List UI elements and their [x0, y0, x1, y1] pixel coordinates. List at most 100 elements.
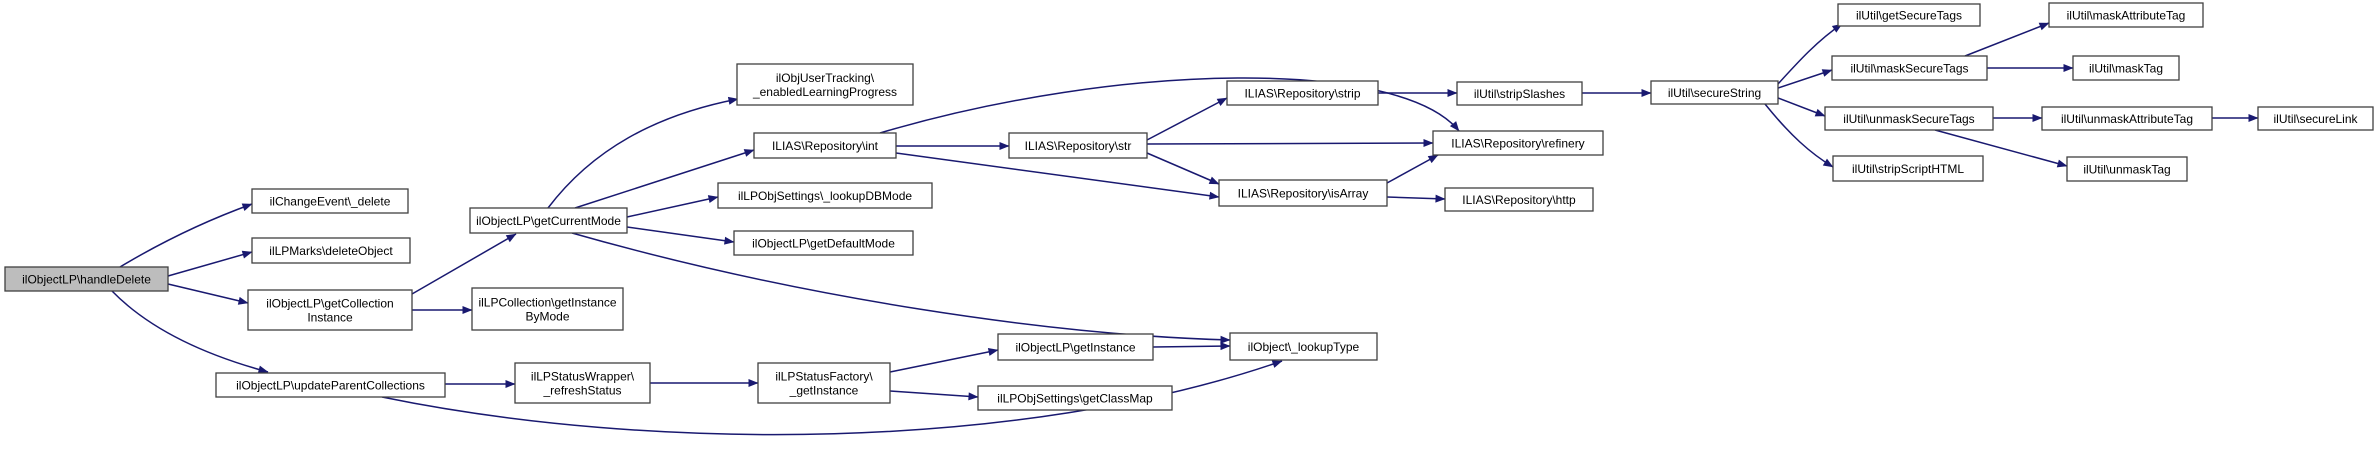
node-get-secure-tags[interactable]: ilUtil\getSecureTags — [1837, 3, 1981, 27]
node-lpmarks-delete-object[interactable]: ilLPMarks\deleteObject — [251, 237, 411, 264]
edge-repo-str--repo-strip — [1146, 97, 1228, 141]
node-strip-script-html[interactable]: ilUtil\stripScriptHTML — [1832, 155, 1984, 182]
edge-repo-str--repo-refinery — [1146, 139, 1434, 148]
node-box-mask-attribute-tag[interactable] — [2048, 2, 2204, 28]
node-label-get-current-mode: ilObjectLP\getCurrentMode — [476, 214, 621, 228]
node-unmask-secure-tags[interactable]: ilUtil\unmaskSecureTags — [1824, 106, 1994, 131]
node-label-secure-link: ilUtil\secureLink — [2273, 112, 2358, 126]
node-box-lpmarks-delete-object[interactable] — [251, 237, 411, 264]
node-box-repo-is-array[interactable] — [1218, 179, 1388, 207]
node-repo-str[interactable]: ILIAS\Repository\str — [1008, 132, 1148, 159]
node-label-enabled-learning-progress-line1: ilObjUserTracking\ — [776, 71, 875, 85]
node-unmask-tag[interactable]: ilUtil\unmaskTag — [2066, 156, 2188, 182]
node-repo-int[interactable]: ILIAS\Repository\int — [753, 132, 897, 159]
node-box-get-current-mode[interactable] — [469, 207, 628, 234]
edge-secure-string--get-secure-tags — [1777, 23, 1843, 85]
node-label-secure-string: ilUtil\secureString — [1668, 86, 1761, 100]
node-lookup-type[interactable]: ilObject\_lookupType — [1229, 332, 1378, 361]
node-box-handle-delete[interactable] — [4, 266, 169, 292]
edge-handle-delete--change-event-delete — [119, 203, 253, 268]
node-repo-http[interactable]: ILIAS\Repository\http — [1444, 187, 1594, 212]
node-label-lookup-type: ilObject\_lookupType — [1248, 340, 1360, 354]
node-box-enabled-learning-progress[interactable] — [736, 63, 914, 106]
node-label-repo-int: ILIAS\Repository\int — [772, 139, 879, 153]
node-box-repo-int[interactable] — [753, 132, 897, 159]
node-get-default-mode[interactable]: ilObjectLP\getDefaultMode — [733, 230, 914, 256]
node-handle-delete[interactable]: ilObjectLP\handleDelete — [4, 266, 169, 292]
edge-get-current-mode--lookup-db-mode — [626, 195, 719, 218]
node-box-update-parent-collections[interactable] — [215, 372, 446, 398]
node-repo-strip[interactable]: ILIAS\Repository\strip — [1226, 80, 1379, 106]
node-box-unmask-attribute-tag[interactable] — [2041, 106, 2213, 131]
node-label-get-class-map: ilLPObjSettings\getClassMap — [997, 392, 1153, 406]
node-label-repo-http: ILIAS\Repository\http — [1462, 193, 1576, 207]
node-lookup-db-mode[interactable]: ilLPObjSettings\_lookupDBMode — [717, 182, 933, 209]
node-box-mask-secure-tags[interactable] — [1831, 55, 1988, 81]
node-repo-is-array[interactable]: ILIAS\Repository\isArray — [1218, 179, 1388, 207]
node-mask-tag[interactable]: ilUtil\maskTag — [2072, 55, 2180, 81]
node-box-unmask-secure-tags[interactable] — [1824, 106, 1994, 131]
node-box-repo-refinery[interactable] — [1432, 130, 1604, 156]
node-unmask-attribute-tag[interactable]: ilUtil\unmaskAttributeTag — [2041, 106, 2213, 131]
node-box-change-event-delete[interactable] — [251, 188, 409, 214]
node-label-refresh-status-line2: _refreshStatus — [542, 384, 621, 398]
node-box-lookup-type[interactable] — [1229, 332, 1378, 361]
node-box-get-instance-by-mode[interactable] — [471, 287, 624, 331]
node-label-update-parent-collections: ilObjectLP\updateParentCollections — [236, 379, 425, 393]
node-box-status-factory-get-instance[interactable] — [757, 362, 891, 404]
edge-repo-int--repo-is-array — [895, 152, 1220, 200]
node-box-get-default-mode[interactable] — [733, 230, 914, 256]
node-label-mask-attribute-tag: ilUtil\maskAttributeTag — [2067, 9, 2186, 23]
edge-repo-is-array--repo-http — [1386, 194, 1446, 203]
node-label-unmask-secure-tags: ilUtil\unmaskSecureTags — [1843, 112, 1974, 126]
node-change-event-delete[interactable]: ilChangeEvent\_delete — [251, 188, 409, 214]
node-box-repo-str[interactable] — [1008, 132, 1148, 159]
node-box-repo-strip[interactable] — [1226, 80, 1379, 106]
node-update-parent-collections[interactable]: ilObjectLP\updateParentCollections — [215, 372, 446, 398]
node-box-mask-tag[interactable] — [2072, 55, 2180, 81]
node-box-lookup-db-mode[interactable] — [717, 182, 933, 209]
node-secure-string[interactable]: ilUtil\secureString — [1650, 80, 1779, 105]
node-refresh-status[interactable]: ilLPStatusWrapper\_refreshStatus — [514, 362, 651, 404]
edges-layer — [111, 22, 2259, 436]
node-enabled-learning-progress[interactable]: ilObjUserTracking\_enabledLearningProgre… — [736, 63, 914, 106]
node-label-repo-is-array: ILIAS\Repository\isArray — [1238, 187, 1369, 201]
node-box-strip-slashes[interactable] — [1456, 81, 1583, 106]
node-label-get-collection-instance-line2: Instance — [307, 311, 353, 325]
edge-secure-string--strip-script-html — [1764, 103, 1834, 168]
node-box-unmask-tag[interactable] — [2066, 156, 2188, 182]
node-box-refresh-status[interactable] — [514, 362, 651, 404]
node-secure-link[interactable]: ilUtil\secureLink — [2257, 106, 2374, 131]
node-label-strip-script-html: ilUtil\stripScriptHTML — [1852, 162, 1964, 176]
edge-status-factory-get-instance--objectlp-get-instance — [889, 347, 999, 373]
node-label-get-default-mode: ilObjectLP\getDefaultMode — [752, 237, 895, 251]
node-get-class-map[interactable]: ilLPObjSettings\getClassMap — [977, 385, 1173, 411]
node-label-refresh-status-line1: ilLPStatusWrapper\ — [531, 370, 635, 384]
node-box-objectlp-get-instance[interactable] — [997, 333, 1154, 361]
node-objectlp-get-instance[interactable]: ilObjectLP\getInstance — [997, 333, 1154, 361]
edge-objectlp-get-instance--lookup-type — [1152, 342, 1231, 351]
node-box-strip-script-html[interactable] — [1832, 155, 1984, 182]
node-box-get-collection-instance[interactable] — [247, 289, 413, 331]
node-status-factory-get-instance[interactable]: ilLPStatusFactory\_getInstance — [757, 362, 891, 404]
node-label-mask-tag: ilUtil\maskTag — [2089, 62, 2163, 76]
node-label-enabled-learning-progress-line2: _enabledLearningProgress — [752, 85, 897, 99]
node-mask-attribute-tag[interactable]: ilUtil\maskAttributeTag — [2048, 2, 2204, 28]
node-box-get-secure-tags[interactable] — [1837, 3, 1981, 27]
node-box-secure-string[interactable] — [1650, 80, 1779, 105]
node-get-current-mode[interactable]: ilObjectLP\getCurrentMode — [469, 207, 628, 234]
node-label-get-collection-instance-line1: ilObjectLP\getCollection — [266, 297, 393, 311]
node-mask-secure-tags[interactable]: ilUtil\maskSecureTags — [1831, 55, 1988, 81]
node-strip-slashes[interactable]: ilUtil\stripSlashes — [1456, 81, 1583, 106]
node-label-get-instance-by-mode-line2: ByMode — [525, 310, 569, 324]
node-repo-refinery[interactable]: ILIAS\Repository\refinery — [1432, 130, 1604, 156]
node-label-repo-refinery: ILIAS\Repository\refinery — [1451, 137, 1584, 151]
node-box-secure-link[interactable] — [2257, 106, 2374, 131]
node-label-unmask-attribute-tag: ilUtil\unmaskAttributeTag — [2061, 112, 2193, 126]
node-box-repo-http[interactable] — [1444, 187, 1594, 212]
node-box-get-class-map[interactable] — [977, 385, 1173, 411]
edge-unmask-secure-tags--unmask-tag — [1934, 129, 2068, 168]
